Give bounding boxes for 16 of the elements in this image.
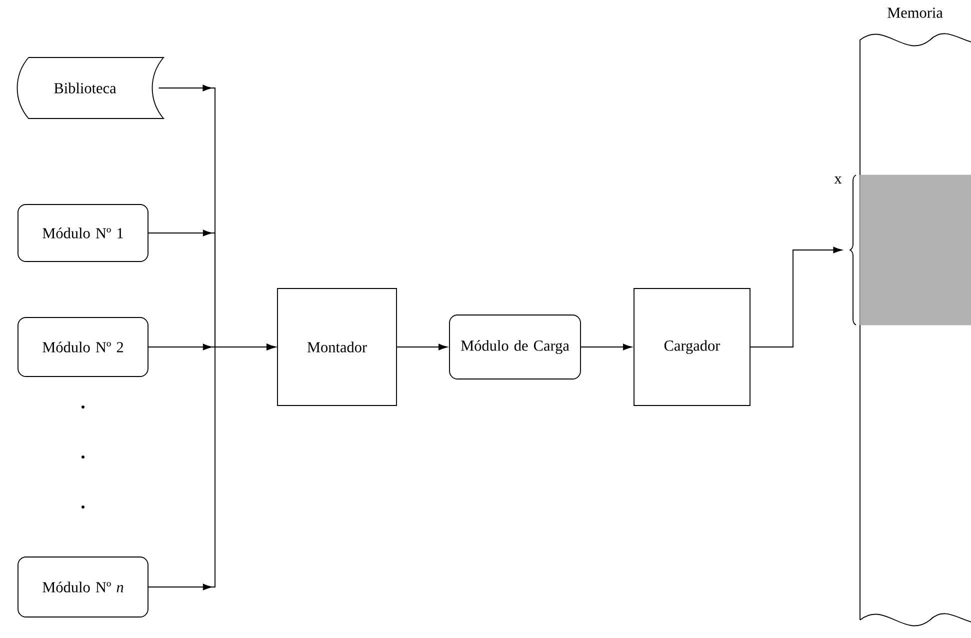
shaded-region: [850, 174, 971, 326]
module-box: Módulo Nº n: [18, 556, 148, 618]
module-box: Módulo Nº 1: [18, 204, 148, 262]
arrow: [580, 344, 632, 350]
arrow: [148, 344, 276, 590]
region-marker: x: [834, 176, 842, 184]
ellipsis-dot: .: [81, 455, 85, 458]
ellipsis-dot: .: [81, 405, 85, 408]
module-box: Módulo Nº 2: [18, 317, 148, 377]
library-shape: Biblioteca: [16, 57, 164, 119]
ellipsis-dot: .: [81, 505, 85, 508]
arrow: [750, 246, 842, 348]
process-box: Montador: [277, 288, 397, 406]
process-box: Cargador: [634, 288, 750, 406]
module-box: Módulo de Carga: [449, 314, 581, 380]
arrow: [396, 344, 448, 350]
